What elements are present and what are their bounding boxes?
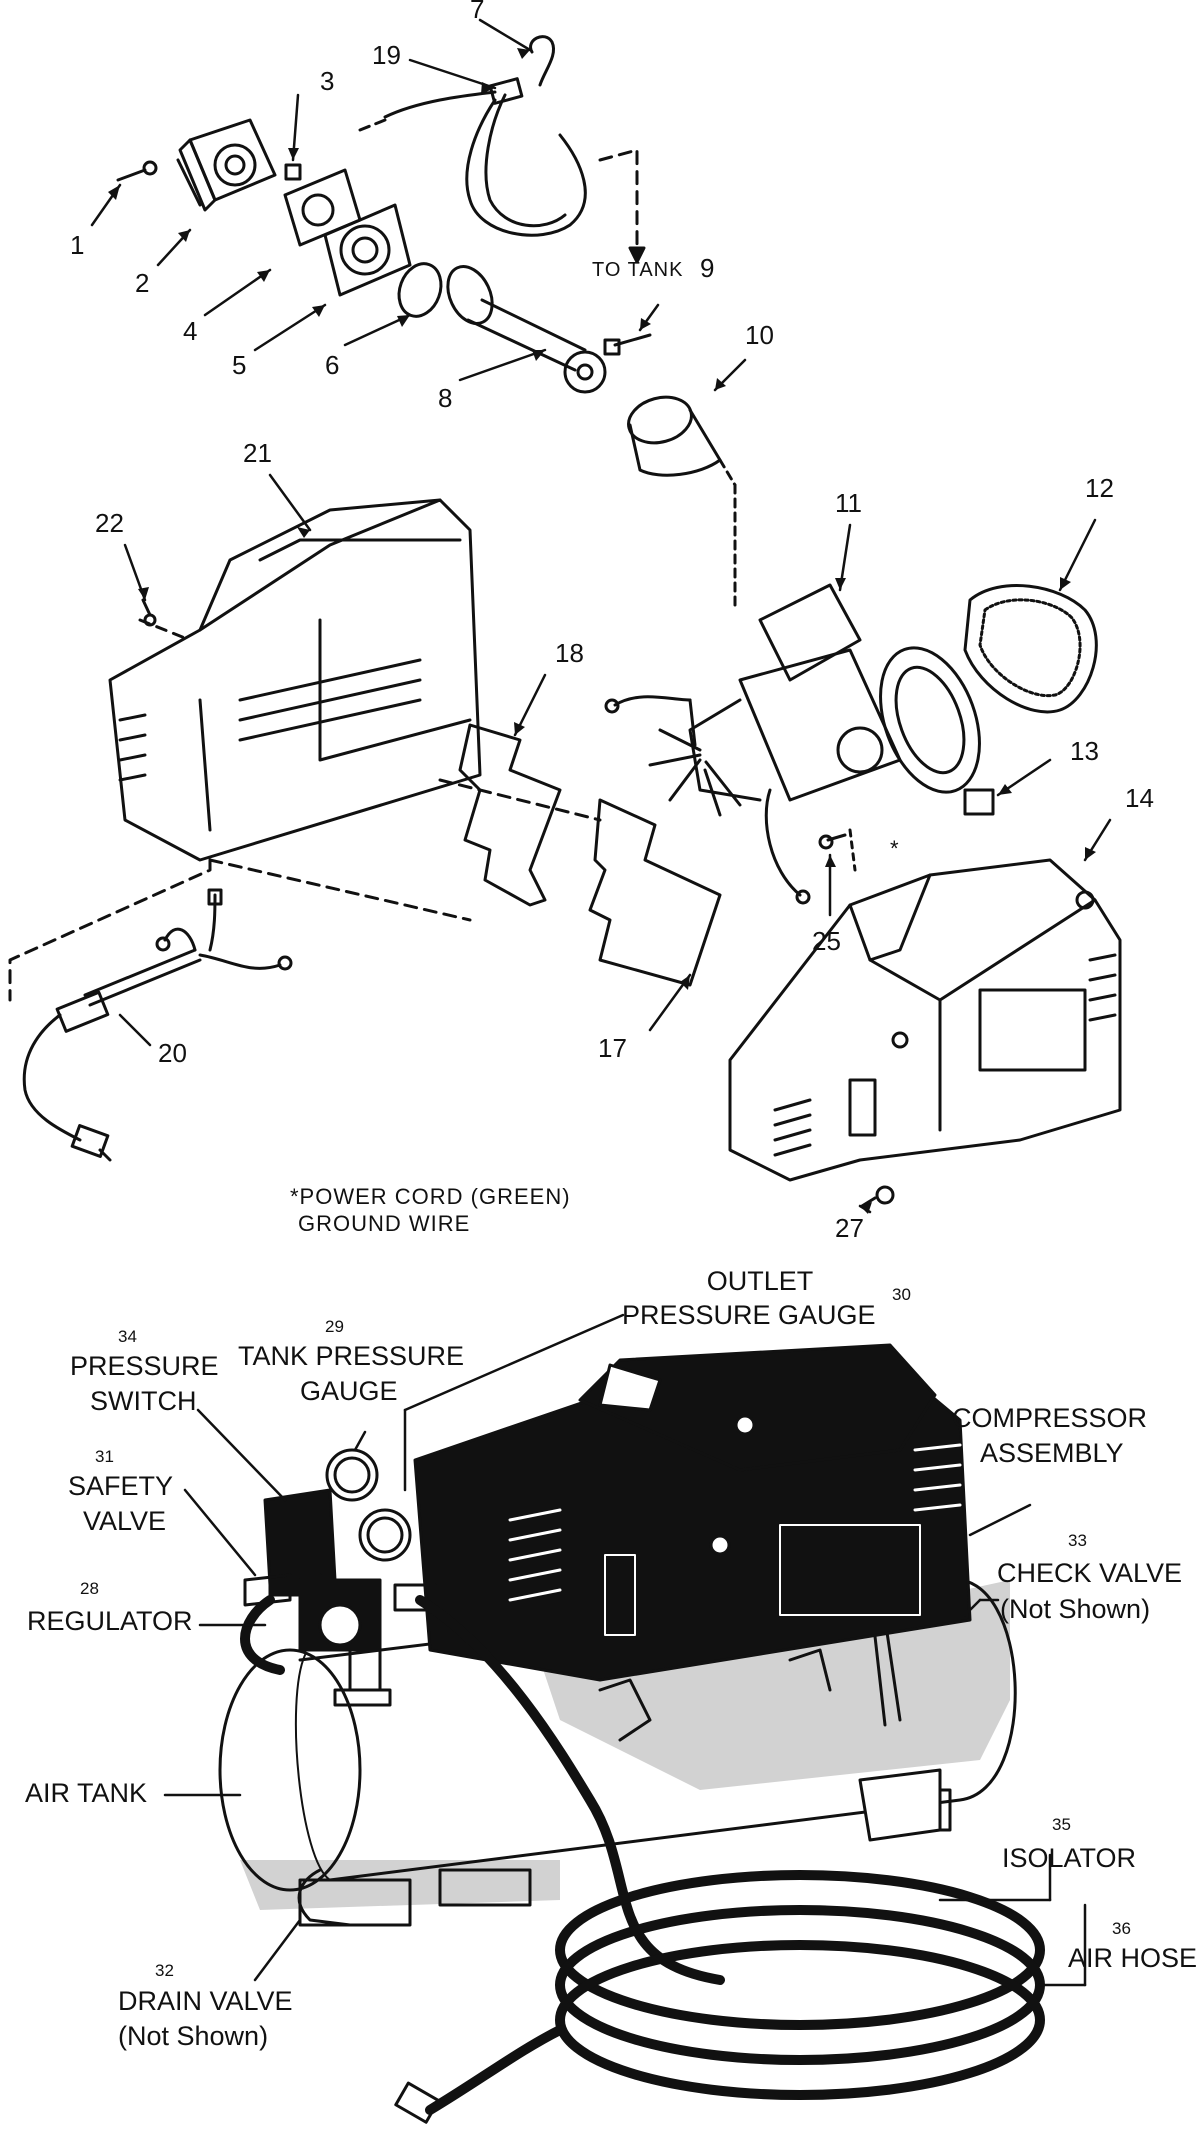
callout-4: 4 bbox=[183, 316, 198, 346]
callout-7: 7 bbox=[470, 0, 485, 24]
cover-part-14 bbox=[728, 858, 1122, 1182]
screw-part-1 bbox=[116, 160, 158, 182]
regulator-number: 28 bbox=[80, 1579, 99, 1598]
control-manifold bbox=[243, 1448, 437, 1707]
callout-17: 17 bbox=[598, 1033, 627, 1063]
hanger-part-7 bbox=[529, 35, 555, 87]
safety-valve-line1: SAFETY bbox=[68, 1471, 174, 1501]
compressor-line2: ASSEMBLY bbox=[980, 1438, 1124, 1468]
pressure-switch-number: 34 bbox=[118, 1327, 137, 1346]
callout-18: 18 bbox=[555, 638, 584, 668]
check-valve-number: 33 bbox=[1068, 1531, 1087, 1550]
callout-2: 2 bbox=[135, 268, 150, 298]
screw-part-25 bbox=[818, 828, 857, 872]
pressure-switch-line2: SWITCH bbox=[90, 1386, 197, 1416]
o-ring-part-6 bbox=[397, 262, 443, 318]
drain-valve-number: 32 bbox=[155, 1961, 174, 1980]
safety-valve-number: 31 bbox=[95, 1447, 114, 1466]
screw-part-9 bbox=[603, 333, 652, 356]
compressor-assembly-shape bbox=[413, 1343, 972, 1682]
valve-plate-part-5 bbox=[323, 203, 412, 297]
valve-head-part-2 bbox=[176, 118, 277, 212]
isolator-label: ISOLATOR bbox=[1002, 1843, 1137, 1873]
tank-gauge-line2: GAUGE bbox=[300, 1376, 398, 1406]
callout-22: 22 bbox=[95, 508, 124, 538]
panel-part-18 bbox=[458, 723, 562, 907]
air-hose-label: AIR HOSE bbox=[1068, 1943, 1198, 1973]
callout-11: 11 bbox=[835, 488, 862, 518]
outlet-gauge-line1: OUTLET bbox=[706, 1266, 814, 1296]
air-hose-number: 36 bbox=[1112, 1919, 1131, 1938]
callout-14: 14 bbox=[1125, 783, 1154, 813]
shroud-part-21 bbox=[108, 498, 482, 862]
callout-27: 27 bbox=[835, 1213, 864, 1243]
callout-25: 25 bbox=[812, 926, 841, 956]
asterisk-mark: * bbox=[890, 836, 900, 861]
callout-6: 6 bbox=[325, 350, 340, 380]
outlet-gauge-number: 30 bbox=[892, 1285, 911, 1304]
callout-9: 9 bbox=[700, 253, 715, 283]
panel-part-17 bbox=[588, 798, 722, 987]
power-cord-note-line2: GROUND WIRE bbox=[298, 1211, 471, 1236]
callout-21: 21 bbox=[243, 438, 272, 468]
to-tank-label: TO TANK bbox=[592, 259, 684, 281]
hose-fitting bbox=[394, 2081, 441, 2124]
air-tank-label: AIR TANK bbox=[25, 1778, 148, 1808]
check-valve-line1: CHECK VALVE bbox=[997, 1558, 1183, 1588]
safety-valve-line2: VALVE bbox=[83, 1506, 167, 1536]
callout-13: 13 bbox=[1070, 736, 1099, 766]
nut-part-3 bbox=[284, 163, 302, 181]
callout-8: 8 bbox=[438, 383, 453, 413]
tank-gauge-line1: TANK PRESSURE bbox=[238, 1341, 465, 1371]
regulator-label: REGULATOR bbox=[27, 1606, 193, 1636]
drain-valve-line2: (Not Shown) bbox=[118, 2021, 269, 2051]
power-cord-part-20 bbox=[22, 888, 293, 1162]
compressor-line1: COMPRESSOR bbox=[952, 1403, 1148, 1433]
air-tank bbox=[218, 1578, 1017, 1927]
outlet-gauge-line2: PRESSURE GAUGE bbox=[622, 1300, 876, 1330]
outlet-tube-part-19 bbox=[383, 77, 587, 237]
cylinder-part-10 bbox=[627, 395, 737, 612]
connecting-rod-part-8 bbox=[446, 265, 607, 394]
block-part-13 bbox=[963, 788, 995, 816]
screw-part-27 bbox=[860, 1185, 895, 1208]
isolator-number: 35 bbox=[1052, 1815, 1071, 1834]
callout-3: 3 bbox=[320, 66, 335, 96]
tank-gauge-number: 29 bbox=[325, 1317, 344, 1336]
power-cord-note-line1: *POWER CORD (GREEN) bbox=[290, 1184, 571, 1209]
callout-20: 20 bbox=[158, 1038, 187, 1068]
callout-1: 1 bbox=[70, 230, 85, 260]
motor-assembly-part-11 bbox=[604, 583, 981, 905]
check-valve-line2: (Not Shown) bbox=[1000, 1594, 1151, 1624]
pressure-switch-line1: PRESSURE bbox=[70, 1351, 219, 1381]
callout-19: 19 bbox=[372, 40, 401, 70]
callout-10: 10 bbox=[745, 320, 774, 350]
belt-part-12 bbox=[963, 584, 1098, 714]
callout-5: 5 bbox=[232, 350, 247, 380]
drain-valve-line1: DRAIN VALVE bbox=[118, 1986, 293, 2016]
callout-12: 12 bbox=[1085, 473, 1114, 503]
